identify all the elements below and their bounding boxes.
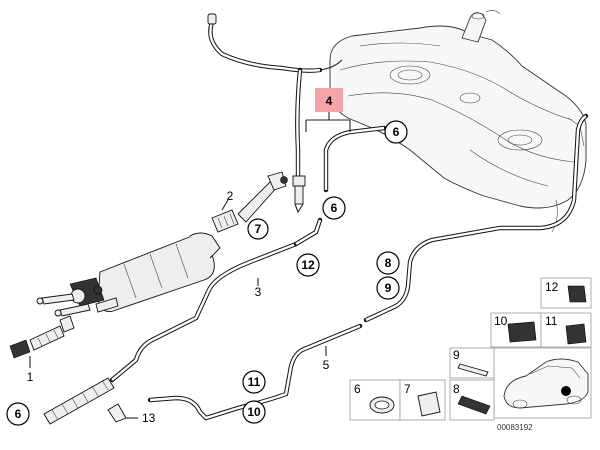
svg-text:8: 8 xyxy=(385,256,392,270)
svg-text:12: 12 xyxy=(301,258,315,272)
location-marker-icon xyxy=(561,386,571,396)
callout-1-label: 1 xyxy=(27,370,34,384)
fuel-filter xyxy=(36,232,221,317)
callout-4-label: 4 xyxy=(326,94,333,108)
connector-1: 1 xyxy=(9,315,75,384)
svg-text:9: 9 xyxy=(453,348,460,362)
legend-part-7-cap xyxy=(417,391,441,417)
fuel-line-3: 3 xyxy=(43,217,323,425)
connector-2: 2 xyxy=(211,171,288,233)
svg-text:11: 11 xyxy=(545,314,558,328)
svg-text:10: 10 xyxy=(494,314,508,328)
svg-text:7: 7 xyxy=(404,382,411,396)
svg-text:6: 6 xyxy=(393,125,400,139)
badge-7: 7 xyxy=(247,218,269,240)
fuel-line-main xyxy=(363,113,589,323)
diagram-reference-number: 00083192 xyxy=(497,423,533,432)
svg-text:6: 6 xyxy=(15,407,22,421)
svg-text:6: 6 xyxy=(354,382,361,396)
legend-part-8-clip xyxy=(457,395,491,415)
legend-part-9-clip xyxy=(457,363,489,377)
fuel-line-4 xyxy=(292,67,387,214)
svg-text:10: 10 xyxy=(247,405,261,419)
svg-text:9: 9 xyxy=(385,281,392,295)
badge-11: 11 xyxy=(242,370,266,394)
callout-13-label: 13 xyxy=(142,411,156,425)
svg-text:8: 8 xyxy=(453,382,460,396)
badge-10: 10 xyxy=(242,400,266,424)
clip-13: 13 xyxy=(107,403,156,425)
svg-text:11: 11 xyxy=(248,375,261,389)
badge-8: 8 xyxy=(376,251,400,275)
svg-text:7: 7 xyxy=(255,222,262,236)
badge-9: 9 xyxy=(376,276,400,300)
callout-2-label: 2 xyxy=(227,189,234,203)
callout-3-label: 3 xyxy=(255,285,262,299)
fuel-tank xyxy=(329,10,587,233)
badge-12: 12 xyxy=(296,253,320,277)
parts-legend: 12 10 11 9 6 7 8 xyxy=(349,277,592,421)
badge-6-upper: 6 xyxy=(384,120,408,144)
vent-hose-upper xyxy=(207,13,343,73)
badge-6-lower: 6 xyxy=(6,402,30,426)
legend-part-12-clip xyxy=(567,285,587,303)
car-location-thumbnail xyxy=(493,347,592,419)
svg-text:6: 6 xyxy=(331,201,338,215)
callout-5-label: 5 xyxy=(323,358,330,372)
legend-part-10-clip xyxy=(507,321,537,343)
callout-4: 4 xyxy=(305,88,351,132)
callout-4-highlight xyxy=(315,88,343,112)
legend-part-11-clip xyxy=(565,323,587,345)
svg-text:12: 12 xyxy=(545,280,559,294)
fuel-line-5: 5 xyxy=(147,323,363,421)
badge-6-middle: 6 xyxy=(322,196,346,220)
